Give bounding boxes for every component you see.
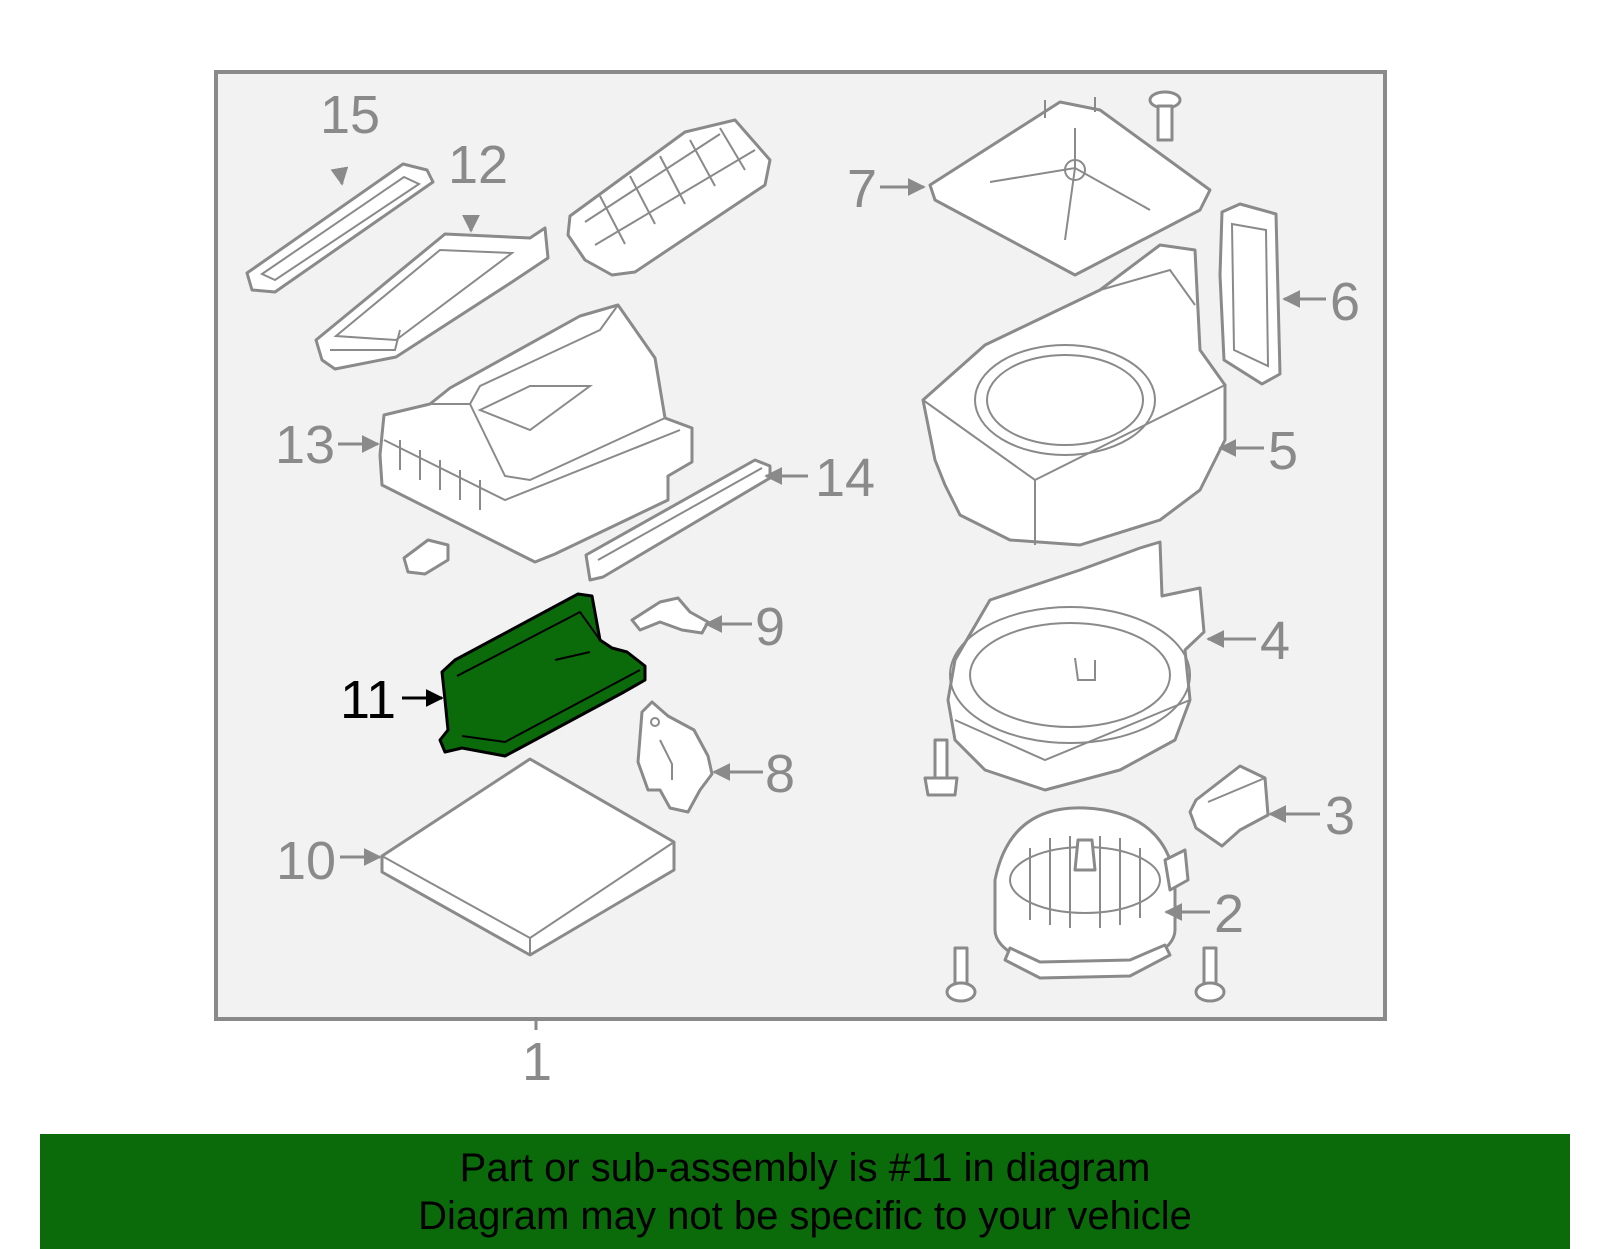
callout-10[interactable]: 10 — [276, 831, 336, 891]
part-13-connector[interactable] — [402, 538, 450, 576]
part-8-actuator[interactable] — [636, 700, 714, 814]
callout-11[interactable]: 11 — [340, 670, 396, 730]
part-3-resistor[interactable] — [1188, 764, 1270, 848]
callouts: 15 12 13 14 7 6 5 4 9 8 3 2 10 11 1 — [275, 85, 1360, 1092]
callout-4[interactable]: 4 — [1260, 611, 1290, 671]
callout-8[interactable]: 8 — [765, 744, 795, 804]
callout-9[interactable]: 9 — [755, 597, 785, 657]
callout-14[interactable]: 14 — [815, 448, 875, 508]
callout-3[interactable]: 3 — [1325, 786, 1355, 846]
part-4-scroll[interactable] — [946, 540, 1206, 792]
part-10-filter[interactable] — [380, 757, 676, 957]
part-12-cover[interactable] — [314, 226, 550, 371]
part-11-cover[interactable] — [438, 592, 647, 758]
screw-top[interactable] — [1148, 90, 1182, 142]
callout-12[interactable]: 12 — [448, 135, 508, 195]
leader-15 — [330, 166, 349, 186]
callout-1[interactable]: 1 — [522, 1032, 552, 1092]
callout-15[interactable]: 15 — [320, 85, 380, 145]
callout-6[interactable]: 6 — [1330, 272, 1360, 332]
callout-2[interactable]: 2 — [1214, 884, 1244, 944]
callout-7[interactable]: 7 — [847, 159, 877, 219]
callout-5[interactable]: 5 — [1268, 421, 1298, 481]
air-duct[interactable] — [566, 118, 772, 277]
callout-13[interactable]: 13 — [275, 415, 335, 475]
part-15-seal[interactable] — [245, 162, 435, 294]
part-7-plate[interactable] — [928, 97, 1212, 277]
screw-middle[interactable] — [923, 738, 959, 797]
info-banner: Part or sub-assembly is #11 in diagram D… — [40, 1134, 1570, 1249]
part-2-motor[interactable] — [993, 806, 1190, 980]
part-5-housing[interactable] — [921, 243, 1227, 547]
part-6-gasket[interactable] — [1218, 202, 1282, 386]
screw-bottom-left[interactable] — [945, 946, 977, 1003]
banner-line-part: Part or sub-assembly is #11 in diagram — [459, 1146, 1151, 1190]
part-13-housing[interactable] — [378, 303, 694, 564]
screw-bottom-right[interactable] — [1194, 946, 1226, 1003]
banner-line-disclaimer: Diagram may not be specific to your vehi… — [418, 1194, 1192, 1238]
leader-lines — [330, 166, 1326, 1030]
